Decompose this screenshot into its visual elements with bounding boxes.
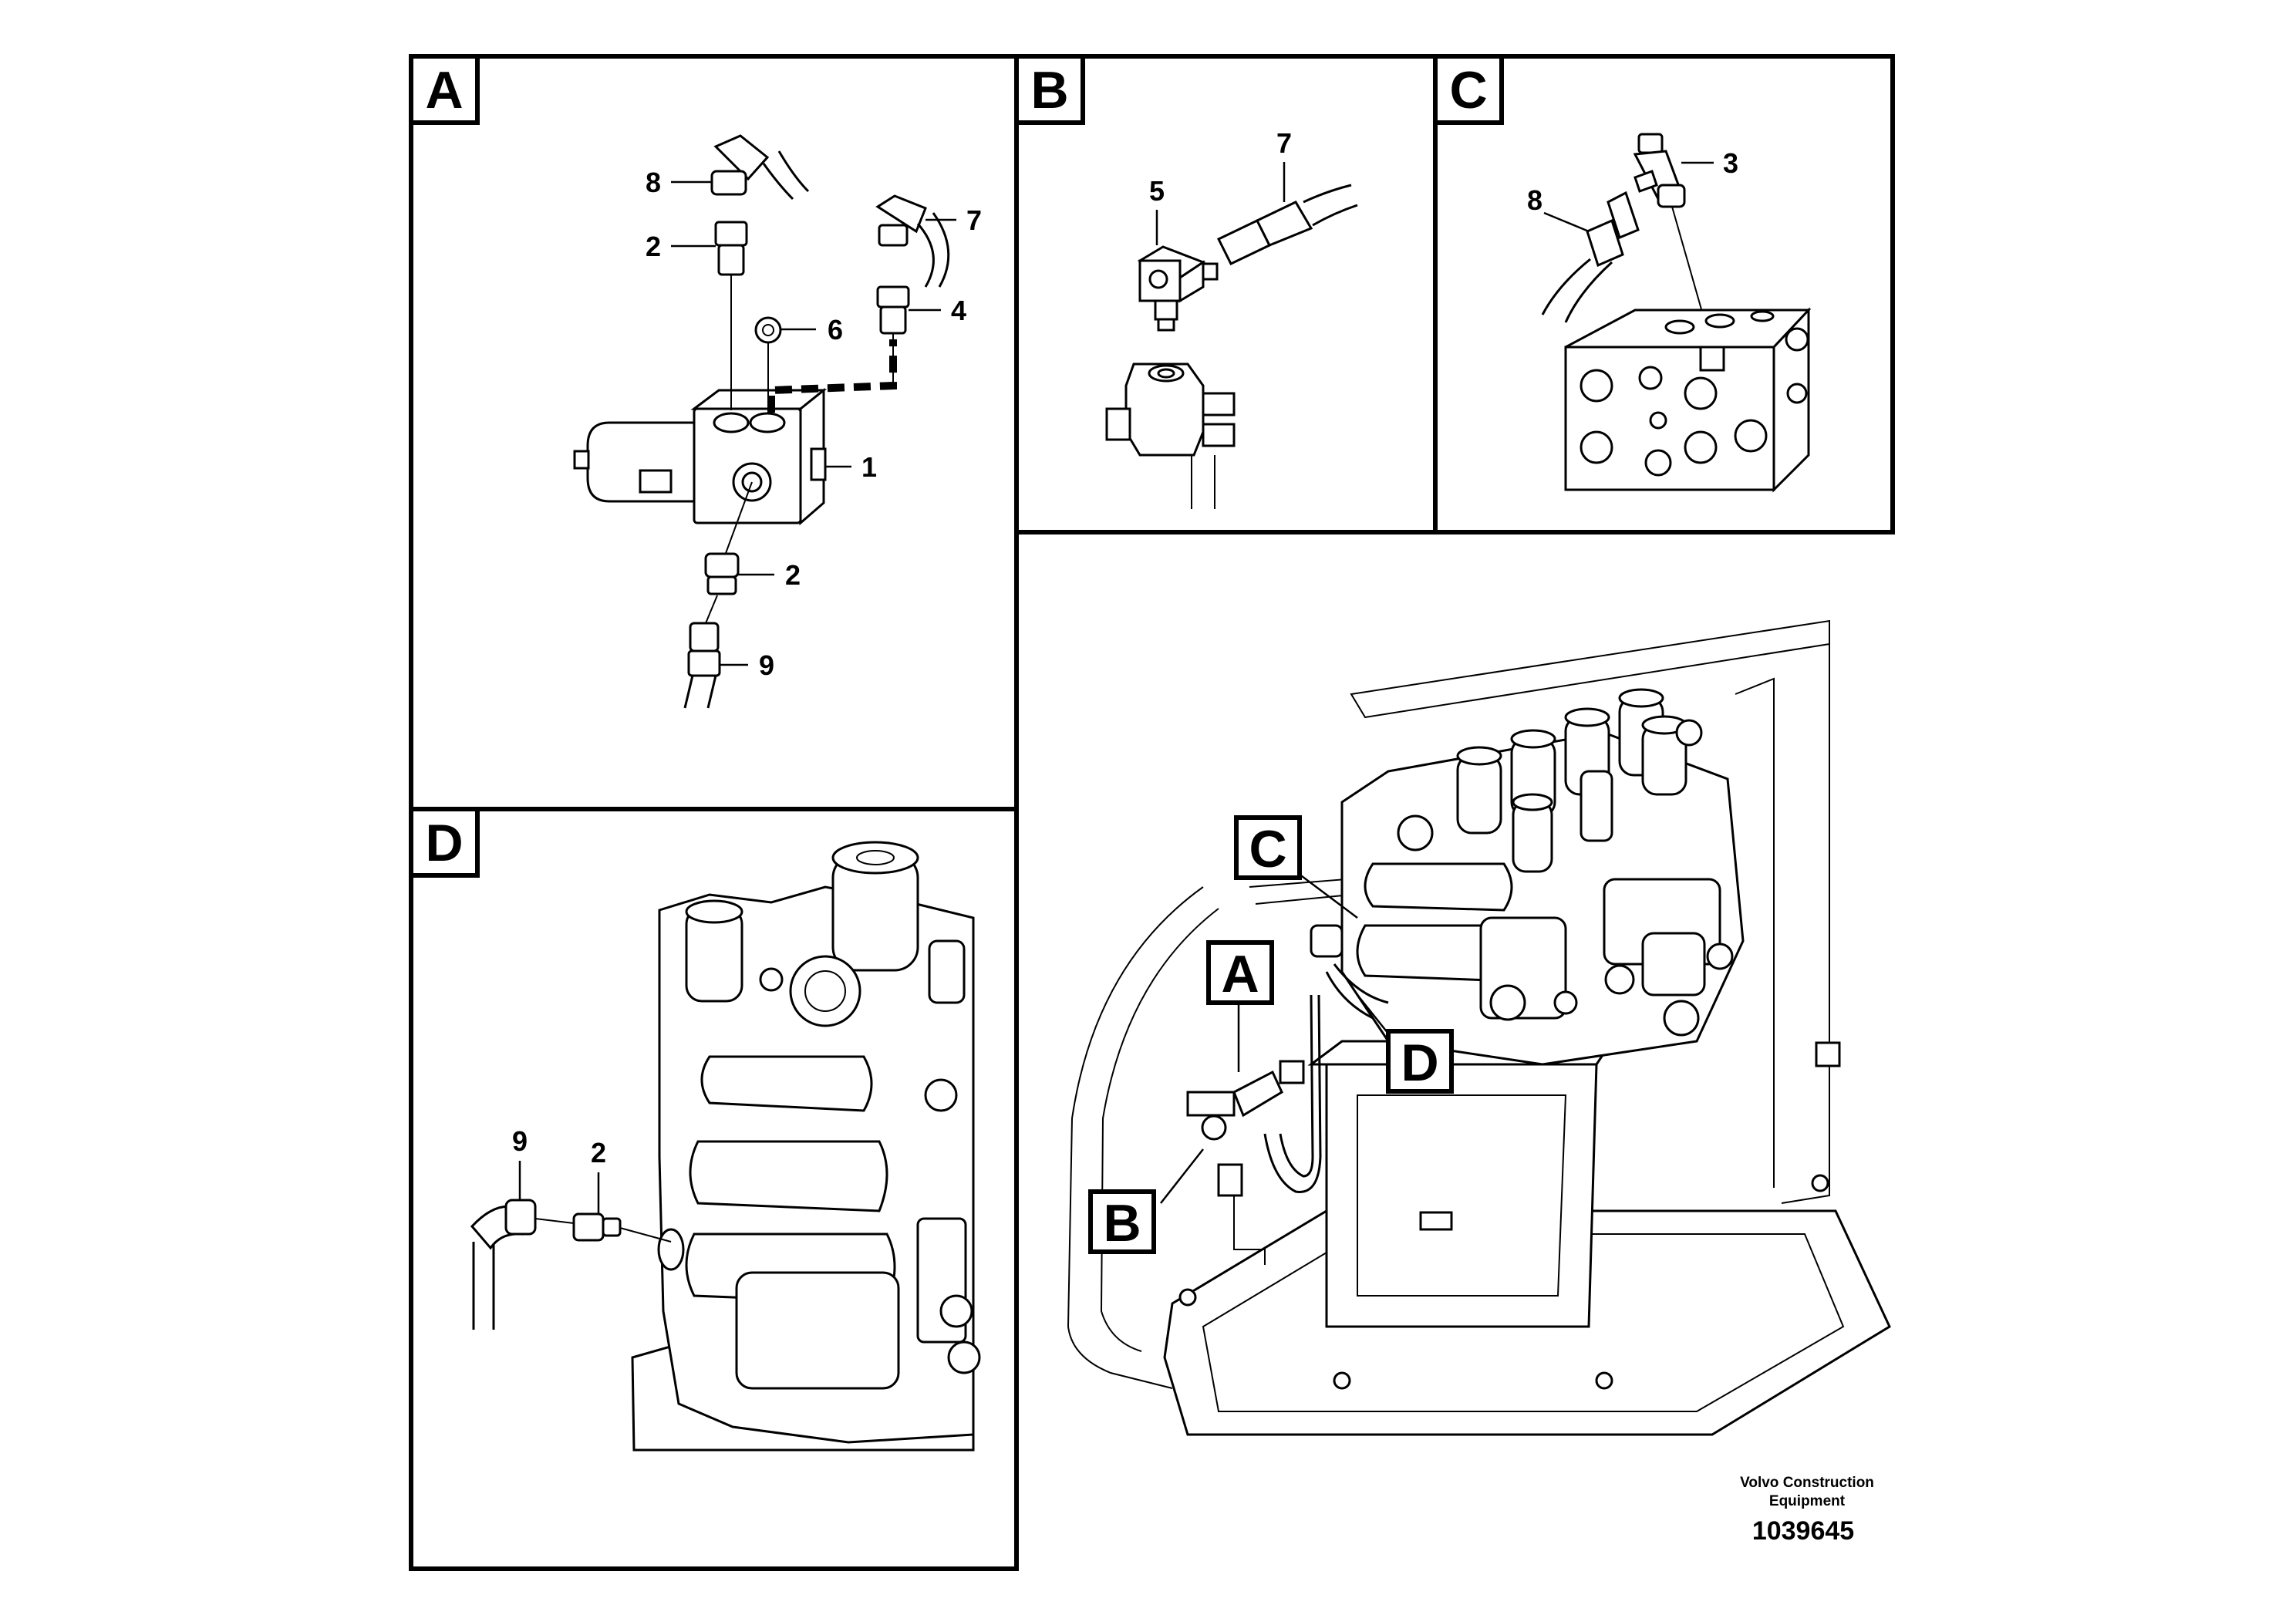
adapter-4 <box>876 285 910 384</box>
overview-marker-d: D <box>1386 1029 1454 1094</box>
adapter-2-upper <box>714 221 748 410</box>
callout-d-2: 2 <box>591 1137 606 1168</box>
panel-b: B 5 <box>1014 54 1358 509</box>
tee-fitting-3 <box>1633 133 1713 348</box>
callout-a-4: 4 <box>951 295 966 326</box>
valve-block-c <box>1564 307 1812 493</box>
panel-a-callouts: 8 2 7 4 6 1 2 9 <box>646 167 982 681</box>
callout-d-9: 9 <box>512 1125 528 1157</box>
panel-d: D <box>409 807 981 1452</box>
callout-a-6: 6 <box>828 314 843 346</box>
control-valve-closeup <box>631 841 981 1452</box>
callout-c-3: 3 <box>1723 147 1738 179</box>
callout-a-8: 8 <box>646 167 661 198</box>
main-control-valve <box>1340 688 1745 1066</box>
svg-text:B: B <box>1103 1194 1141 1253</box>
panel-b-tag: B <box>1030 61 1068 120</box>
panel-d-callouts: 9 2 <box>512 1125 606 1214</box>
svg-text:D: D <box>1401 1034 1438 1092</box>
overview-leaders <box>1160 871 1389 1204</box>
panel-a-tag: A <box>425 61 463 120</box>
footer: Volvo Construction Equipment 1039645 <box>1740 1475 1874 1546</box>
panel-d-tag: D <box>425 814 463 872</box>
hose-9 <box>683 595 721 709</box>
callout-b-7: 7 <box>1276 127 1292 159</box>
panel-b-callouts: 5 7 <box>1149 127 1292 245</box>
hose-7-panel-b <box>1216 184 1358 265</box>
brand-line-2: Equipment <box>1769 1493 1846 1509</box>
callout-a-2-lower: 2 <box>785 559 801 591</box>
callout-c-8: 8 <box>1527 184 1542 216</box>
hose-9-panel-d <box>470 1199 575 1330</box>
adapter-2-lower <box>704 481 753 595</box>
panel-frames <box>409 54 1895 1571</box>
elbow-fitting-5 <box>1137 245 1219 332</box>
panel-c-tag: C <box>1449 61 1487 120</box>
callout-b-5: 5 <box>1149 175 1165 207</box>
doc-number: 1039645 <box>1752 1516 1854 1546</box>
overview-marker-b: B <box>1088 1189 1156 1254</box>
callout-a-7: 7 <box>966 204 982 236</box>
overview-illustration: C A D B <box>1067 619 1891 1436</box>
svg-text:C: C <box>1249 820 1286 878</box>
panel-c: C <box>1433 54 1812 493</box>
callout-a-2-upper: 2 <box>646 231 661 262</box>
svg-text:A: A <box>1221 945 1259 1003</box>
fitting-7 <box>875 194 950 288</box>
fitting-8-upper <box>710 134 810 201</box>
plug-6 <box>754 316 782 401</box>
callout-a-9: 9 <box>759 649 774 681</box>
panel-a: A <box>409 54 982 709</box>
adapter-2-panel-d <box>572 1212 672 1243</box>
overview-fittings <box>1186 924 1389 1265</box>
overview-marker-c: C <box>1234 815 1302 880</box>
dashed-connection <box>767 339 897 413</box>
hose-8-panel-c <box>1541 191 1640 323</box>
valve-block-b <box>1105 363 1236 509</box>
brand-line-1: Volvo Construction <box>1740 1475 1874 1491</box>
panel-c-callouts: 3 8 <box>1527 147 1738 233</box>
overview-marker-a: A <box>1206 940 1274 1005</box>
solenoid-valve-illustration <box>573 387 828 526</box>
callout-a-1: 1 <box>861 451 877 483</box>
